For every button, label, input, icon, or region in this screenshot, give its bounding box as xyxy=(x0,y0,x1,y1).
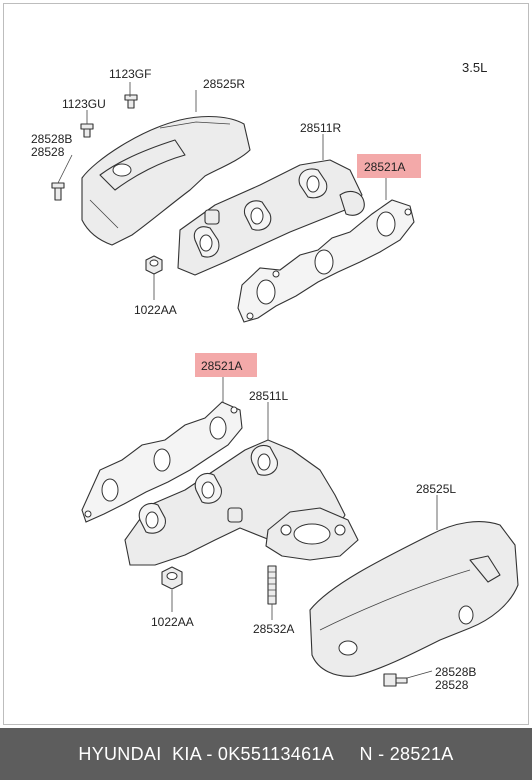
callout-1022aa-bottom: 1022AA xyxy=(151,615,194,629)
heat-shield-28525l xyxy=(309,521,519,677)
callout-28528b-top: 28528B xyxy=(31,132,72,146)
nut-1022aa-bottom xyxy=(161,566,183,590)
callout-28532a: 28532A xyxy=(253,622,294,636)
footer-text: HYUNDAI KIA - 0K55113461A N - 28521A xyxy=(78,743,454,764)
callout-28528b-bottom: 28528B xyxy=(435,665,476,679)
exhaust-manifold-28511r xyxy=(177,159,365,276)
stud-28532a xyxy=(267,565,277,605)
callout-1022aa-top: 1022AA xyxy=(134,303,177,317)
bolt-1123gf xyxy=(124,94,138,109)
heat-shield-28525r xyxy=(81,116,251,246)
gasket-28521a-top xyxy=(237,199,415,323)
callout-28525l: 28525L xyxy=(416,482,456,496)
highlight-28521a-top xyxy=(357,154,421,178)
exploded-view-drawing: 3.5L 1123GF 28525R 1123GU 28511R 28528B … xyxy=(31,60,519,692)
callout-28528-top: 28528 xyxy=(31,145,65,159)
nut-1022aa-top xyxy=(145,255,163,275)
parts-diagram: 3.5L 1123GF 28525R 1123GU 28511R 28528B … xyxy=(31,60,519,692)
callout-1123gf: 1123GF xyxy=(109,67,151,81)
callout-28528-bottom: 28528 xyxy=(435,678,469,692)
bolt-28528-bottom xyxy=(383,673,408,687)
gasket-28521a-mid xyxy=(81,401,243,523)
bolt-1123gu xyxy=(80,123,94,138)
callout-28521a-top: 28521A xyxy=(364,160,405,174)
leader-lines xyxy=(57,82,438,679)
callout-28511r: 28511R xyxy=(300,121,341,135)
bolt-28528-top xyxy=(51,182,65,201)
part-number-footer: HYUNDAI KIA - 0K55113461A N - 28521A xyxy=(0,728,532,780)
callout-28521a-mid: 28521A xyxy=(201,359,242,373)
highlight-28521a-mid xyxy=(195,353,257,377)
exhaust-manifold-28511l xyxy=(124,439,359,566)
callout-1123gu: 1123GU xyxy=(62,97,106,111)
engine-label: 3.5L xyxy=(462,60,487,75)
callout-28525r: 28525R xyxy=(203,77,245,91)
callout-28511l: 28511L xyxy=(249,389,288,403)
